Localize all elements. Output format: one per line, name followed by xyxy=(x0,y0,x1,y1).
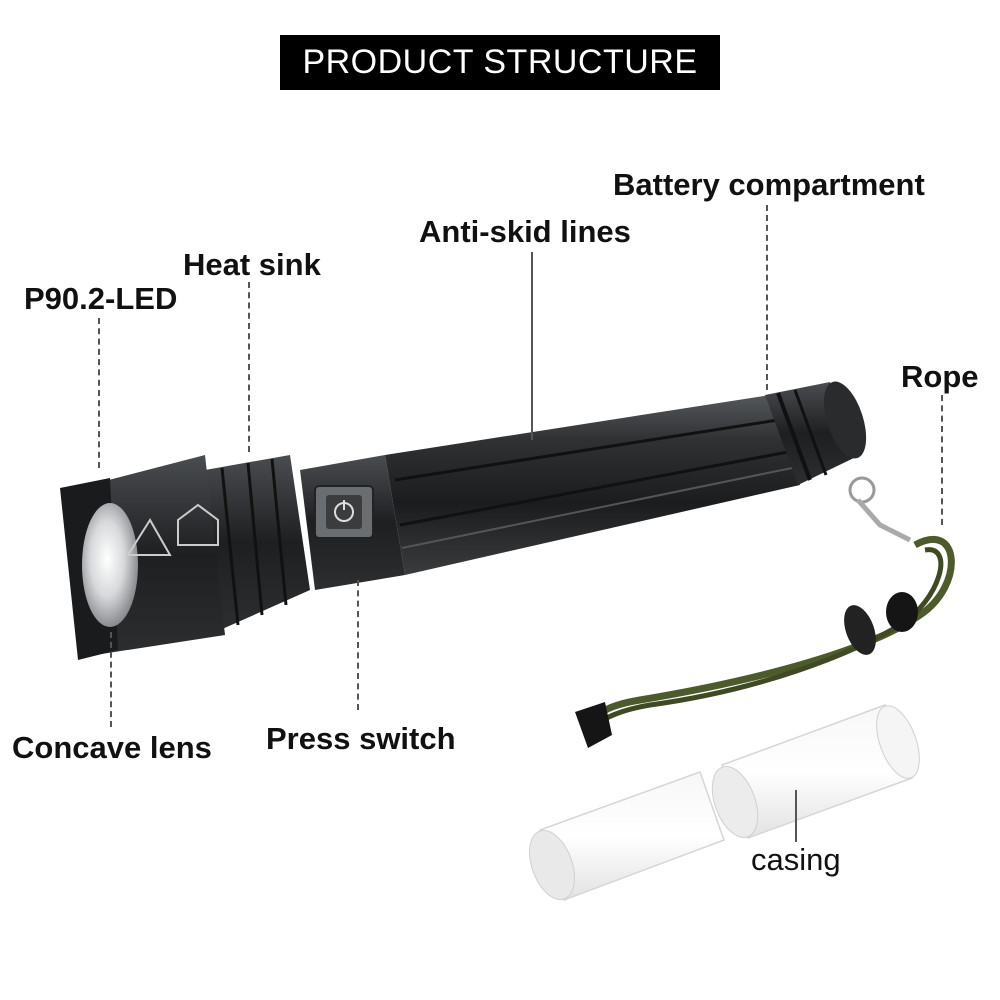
heat-sink-fin xyxy=(270,458,288,606)
title-text: PRODUCT STRUCTURE xyxy=(302,43,698,81)
label-casing: casing xyxy=(751,842,841,877)
tail-ring xyxy=(793,389,828,476)
house-icon xyxy=(177,503,219,546)
anti-skid-groove xyxy=(394,418,779,482)
heat-sink-fin xyxy=(246,462,264,616)
lanyard-clip xyxy=(856,498,912,543)
tail-ring xyxy=(776,392,812,481)
casing-tube-left-end xyxy=(529,829,575,901)
rope-strand xyxy=(593,547,944,728)
anti-skid-groove xyxy=(401,467,793,549)
label-battery: Battery compartment xyxy=(613,167,925,202)
battery-tube xyxy=(385,395,800,575)
leader-rope xyxy=(941,395,943,525)
leader-battery xyxy=(766,205,768,390)
label-rope: Rope xyxy=(901,359,979,394)
flashlight xyxy=(60,381,867,660)
hot-warning-icon xyxy=(126,518,172,556)
label-press-switch: Press switch xyxy=(266,721,456,756)
leader-concave-lens xyxy=(110,632,112,727)
leader-heat-sink xyxy=(248,282,250,452)
leader-casing xyxy=(795,790,797,842)
rope-stopper xyxy=(844,605,876,655)
concave-lens xyxy=(82,503,138,627)
press-switch-button xyxy=(326,495,362,529)
label-concave-lens: Concave lens xyxy=(12,730,212,765)
rope-bead xyxy=(886,592,918,632)
rope-end-cap xyxy=(575,702,612,748)
casing-tube-right-end xyxy=(711,766,759,838)
tail-end xyxy=(823,381,867,459)
anti-skid-groove xyxy=(399,450,789,527)
casing-tubes xyxy=(529,704,920,901)
leader-led xyxy=(98,318,100,468)
casing-tube-right-cap xyxy=(876,705,920,779)
title-banner: PRODUCT STRUCTURE xyxy=(280,35,720,90)
label-heat-sink: Heat sink xyxy=(183,247,321,282)
leader-anti-skid xyxy=(531,252,533,440)
leader-press-switch xyxy=(357,580,359,710)
lanyard-ring xyxy=(848,476,876,504)
heat-sink-fin xyxy=(220,467,240,626)
label-anti-skid: Anti-skid lines xyxy=(419,214,631,249)
lanyard xyxy=(575,476,955,748)
label-led: P90.2-LED xyxy=(24,281,178,316)
